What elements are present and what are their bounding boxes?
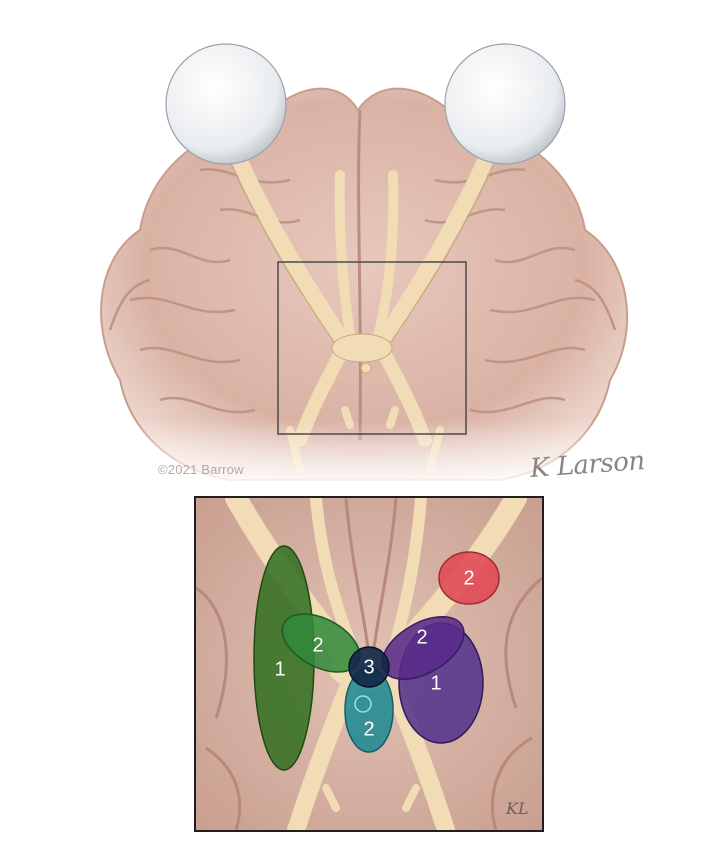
- chiasm: [331, 333, 393, 363]
- gyri-left: [108, 168, 301, 414]
- zone-2-red: 2: [438, 551, 500, 605]
- pituitary-stalk: [360, 362, 372, 374]
- zone-3: 3: [348, 646, 390, 688]
- svg-text:2: 2: [416, 626, 427, 648]
- left-eye: [165, 43, 287, 165]
- gyri-right: [424, 168, 617, 414]
- inset-signature: KL: [505, 799, 529, 818]
- inset-illustration: 1 2 2 1 2 3: [196, 498, 542, 830]
- zone-2-teal: 2: [344, 667, 394, 753]
- inset-panel: 1 2 2 1 2 3: [194, 496, 544, 832]
- svg-text:1: 1: [274, 658, 285, 680]
- svg-text:2: 2: [463, 567, 474, 589]
- copyright-text: ©2021 Barrow: [158, 462, 244, 477]
- svg-text:2: 2: [363, 718, 374, 740]
- svg-text:1: 1: [430, 672, 441, 694]
- overview-illustration: [0, 43, 723, 492]
- svg-text:2: 2: [312, 634, 323, 656]
- inset-indicator-box: [277, 261, 467, 435]
- central-fissure: [357, 109, 362, 441]
- right-eye: [444, 43, 566, 165]
- svg-text:3: 3: [363, 656, 374, 678]
